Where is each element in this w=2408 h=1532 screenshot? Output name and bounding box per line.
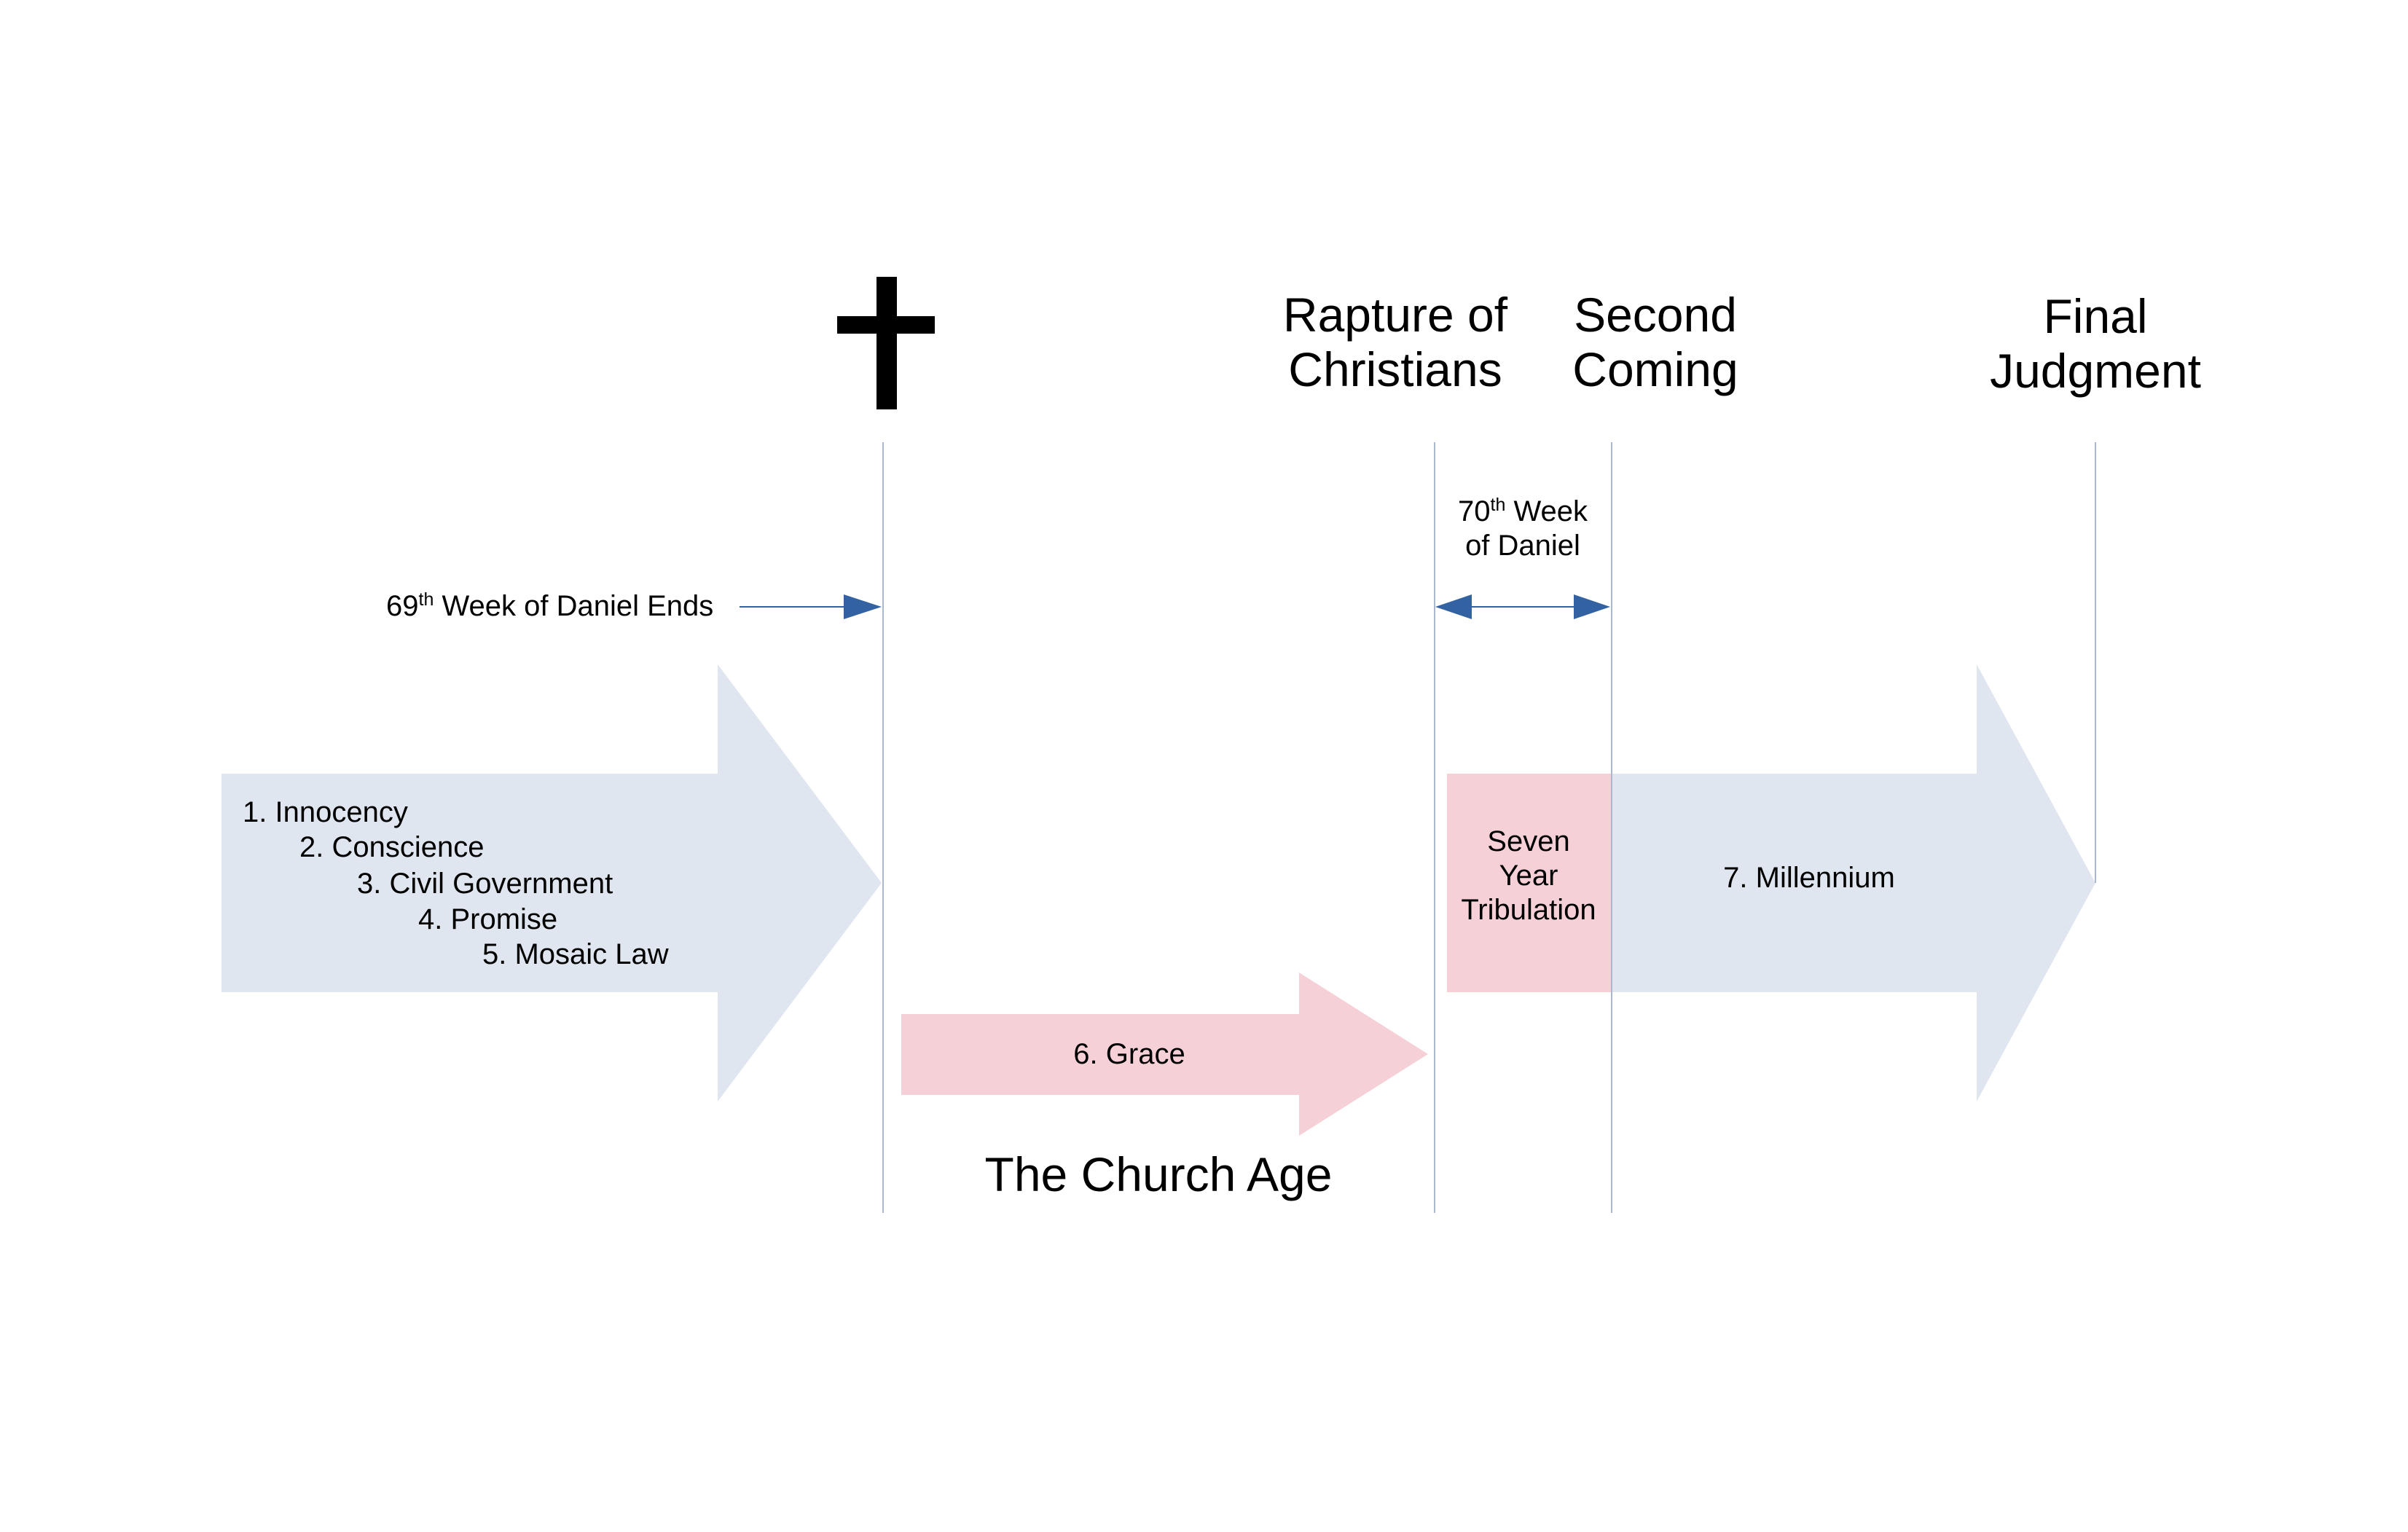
week69-label: 69th Week of Daniel Ends	[386, 589, 713, 622]
dispensation-promise: 4. Promise	[418, 903, 557, 935]
dispensation-mosaic-law: 5. Mosaic Law	[482, 938, 669, 970]
early-dispensations-arrow	[221, 664, 882, 1101]
rapture-heading-line2: Christians	[1288, 342, 1502, 396]
dispensation-innocency: 1. Innocency	[243, 796, 408, 828]
dispensation-conscience: 2. Conscience	[299, 831, 484, 863]
grace-label: 6. Grace	[1073, 1038, 1185, 1070]
week69-text: Week of Daniel Ends	[434, 590, 713, 622]
grace-arrow	[901, 973, 1428, 1136]
tribulation-label-line1: Seven	[1487, 825, 1569, 857]
dispensation-civil-government: 3. Civil Government	[357, 868, 613, 900]
final-judgment-heading-line2: Judgment	[1990, 344, 2201, 398]
rapture-heading-line1: Rapture of	[1283, 288, 1508, 342]
tribulation-box	[1447, 774, 1612, 992]
week70-text: Week	[1505, 495, 1588, 527]
church-age-caption: The Church Age	[985, 1147, 1333, 1201]
second-coming-heading-line1: Second	[1574, 288, 1737, 342]
week70-span-arrow	[1435, 594, 1610, 619]
week69-suffix: th	[419, 589, 434, 610]
millennium-arrow	[1612, 664, 2095, 1101]
week70-number: 70	[1458, 495, 1491, 527]
week69-pointer-arrow	[740, 594, 882, 619]
final-judgment-heading-line1: Final	[2043, 289, 2147, 343]
second-coming-heading-line2: Coming	[1572, 342, 1738, 396]
week69-number: 69	[386, 590, 419, 622]
week70-label-line1: 70th Week	[1458, 495, 1588, 527]
tribulation-label-line3: Tribulation	[1461, 894, 1596, 926]
tribulation-label-line2: Year	[1499, 860, 1558, 892]
week70-suffix: th	[1491, 495, 1506, 515]
millennium-label: 7. Millennium	[1723, 862, 1895, 894]
week70-label-line2: of Daniel	[1465, 530, 1580, 562]
cross-icon	[837, 277, 935, 409]
